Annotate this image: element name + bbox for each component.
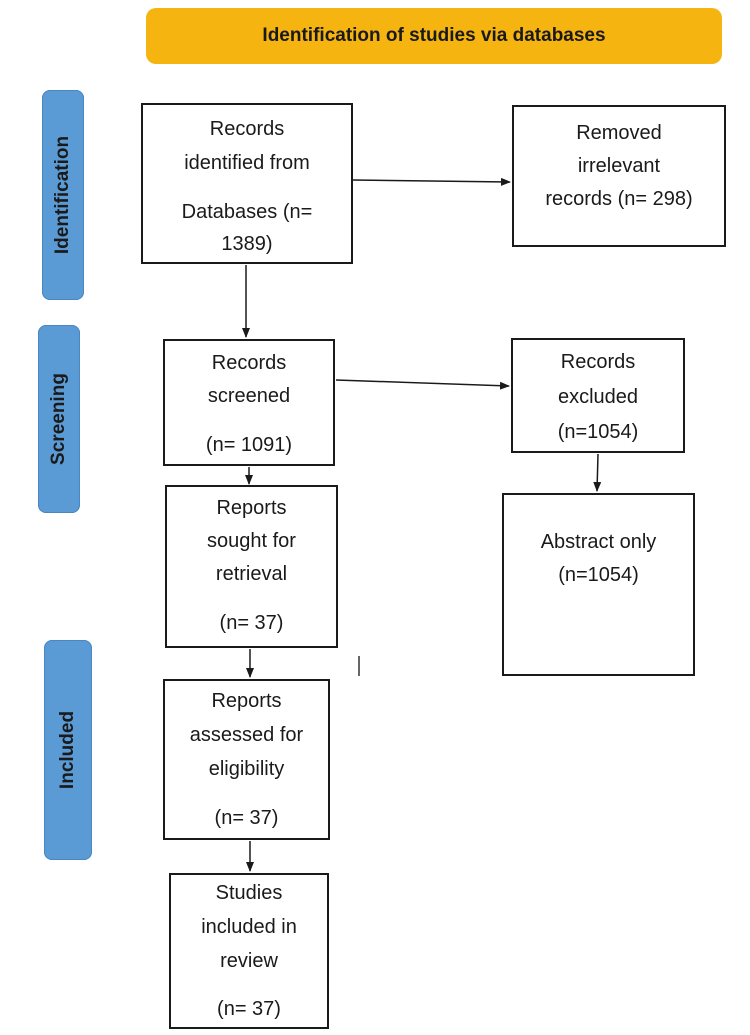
removed-irrelevant-line-1: Removed	[576, 122, 662, 144]
removed-irrelevant-box: Removed irrelevant records (n= 298)	[512, 105, 726, 247]
header-banner: Identification of studies via databases	[146, 8, 722, 64]
abstract-only-line-2: (n=1054)	[558, 564, 639, 586]
studies-included-box: Studies included in review (n= 37)	[169, 873, 329, 1029]
records-screened-line-3: (n= 1091)	[205, 434, 293, 456]
reports-assessed-box: Reports assessed for eligibility (n= 37)	[163, 679, 330, 840]
phase-screening: Screening	[38, 325, 80, 513]
arrow-excluded-to-abstract	[593, 453, 602, 492]
records-screened-line-2: screened	[207, 385, 291, 407]
records-identified-line-2: identified from	[184, 152, 310, 174]
phase-included: Included	[44, 640, 92, 860]
reports-assessed-line-3: eligibility	[208, 758, 285, 780]
records-excluded-box: Records excluded (n=1054)	[511, 338, 685, 453]
records-screened-box: Records screened (n= 1091)	[163, 339, 335, 466]
records-screened-line-1: Records	[211, 352, 287, 374]
reports-assessed-line-4: (n= 37)	[214, 807, 279, 829]
removed-irrelevant-line-3: records (n= 298)	[545, 188, 693, 210]
reports-assessed-line-2: assessed for	[189, 724, 304, 746]
reports-sought-line-4: (n= 37)	[219, 612, 284, 634]
removed-irrelevant-line-2: irrelevant	[577, 155, 661, 177]
records-identified-box: Records identified from Databases (n= 13…	[141, 103, 353, 264]
studies-included-line-2: included in	[201, 916, 297, 938]
studies-included-line-1: Studies	[215, 882, 283, 904]
arrow-screened-to-excluded	[335, 379, 510, 390]
abstract-only-box: Abstract only (n=1054)	[502, 493, 695, 676]
studies-included-line-4: (n= 37)	[217, 998, 281, 1020]
reports-sought-line-2: sought for	[207, 530, 296, 552]
reports-sought-box: Reports sought for retrieval (n= 37)	[165, 485, 338, 648]
studies-included-line-3: review	[220, 950, 278, 972]
phase-identification: Identification	[42, 90, 84, 300]
arrow-identified-to-removed	[352, 177, 511, 186]
abstract-only-line-1: Abstract only	[540, 531, 657, 553]
reports-assessed-line-1: Reports	[211, 690, 282, 712]
reports-sought-line-3: retrieval	[215, 563, 288, 585]
records-identified-line-1: Records	[209, 118, 285, 140]
reports-sought-line-1: Reports	[216, 497, 287, 519]
header-title: Identification of studies via databases	[262, 25, 606, 46]
records-identified-line-3: Databases (n=	[181, 201, 313, 223]
records-identified-line-4: 1389)	[221, 233, 273, 255]
records-excluded-line-3: (n=1054)	[557, 421, 639, 443]
records-excluded-line-1: Records	[560, 351, 636, 373]
records-excluded-line-2: excluded	[557, 386, 639, 408]
